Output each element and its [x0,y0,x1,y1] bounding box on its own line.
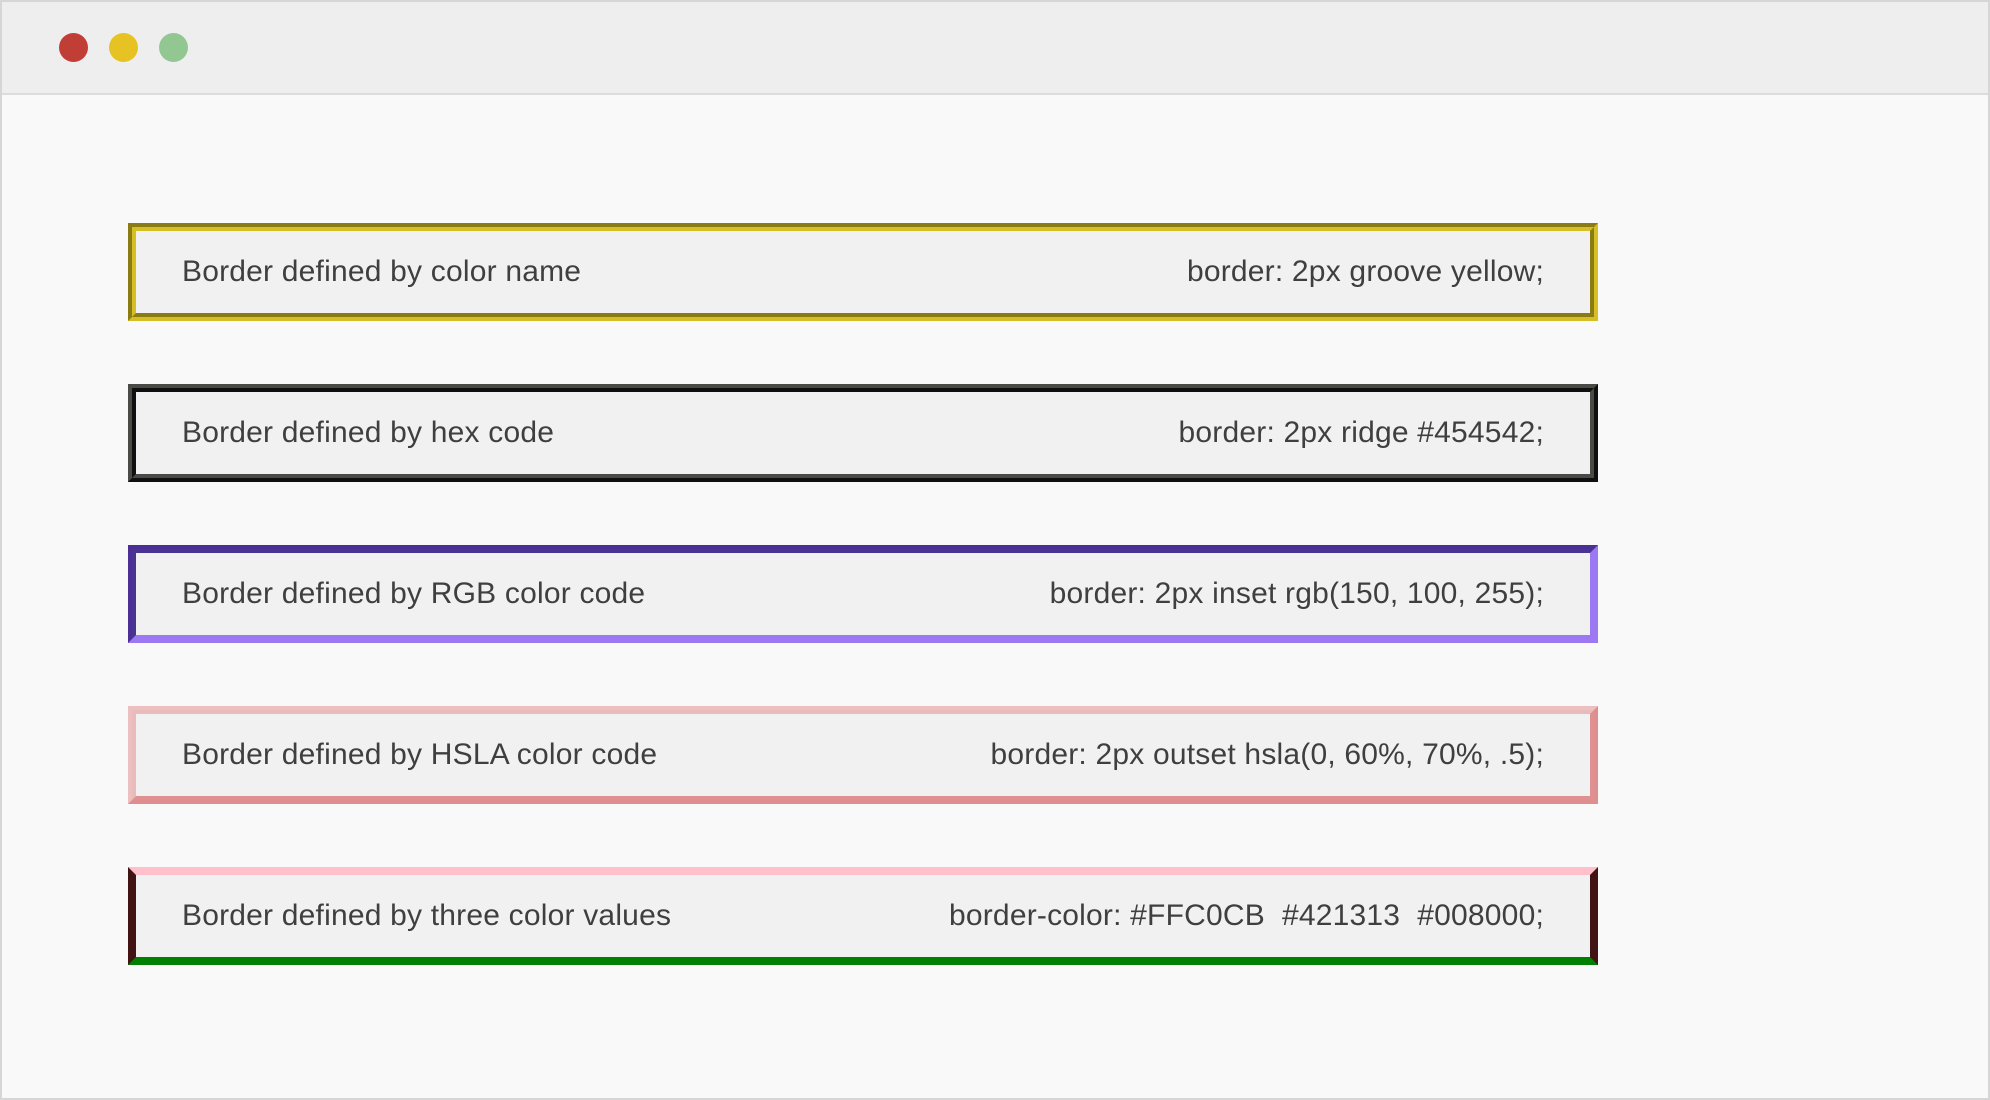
box-label: Border defined by RGB color code [182,577,646,610]
border-demo-rgb-code: Border defined by RGB color code border:… [128,545,1598,643]
box-code-text: border-color: #FFC0CB #421313 #008000; [948,899,1544,932]
window-titlebar [2,2,1988,95]
box-code-text: border: 2px inset rgb(150, 100, 255); [1049,577,1544,610]
border-demo-hsla-code: Border defined by HSLA color code border… [128,706,1598,804]
box-code-text: border: 2px ridge #454542; [1178,416,1544,449]
box-label: Border defined by HSLA color code [182,738,658,771]
border-demo-color-name-inner: Border defined by color name border: 2px… [132,227,1594,317]
maximize-button[interactable] [159,33,188,62]
box-code-text: border: 2px outset hsla(0, 60%, 70%, .5)… [990,738,1544,771]
box-code-text: border: 2px groove yellow; [1186,255,1544,288]
border-demo-hsla-code-inner: Border defined by HSLA color code border… [132,710,1594,800]
border-demo-color-name: Border defined by color name border: 2px… [128,223,1598,321]
border-demo-hex-code-inner: Border defined by hex code border: 2px r… [132,388,1594,478]
border-demo-rgb-code-inner: Border defined by RGB color code border:… [132,549,1594,639]
box-label: Border defined by color name [182,255,582,288]
demo-content: Border defined by color name border: 2px… [2,95,1988,965]
close-button[interactable] [59,33,88,62]
box-label: Border defined by hex code [182,416,555,449]
border-demo-hex-code: Border defined by hex code border: 2px r… [128,384,1598,482]
border-demo-three-colors-inner: Border defined by three color values bor… [132,871,1594,961]
minimize-button[interactable] [109,33,138,62]
border-demo-three-colors: Border defined by three color values bor… [128,867,1598,965]
box-label: Border defined by three color values [182,899,672,932]
